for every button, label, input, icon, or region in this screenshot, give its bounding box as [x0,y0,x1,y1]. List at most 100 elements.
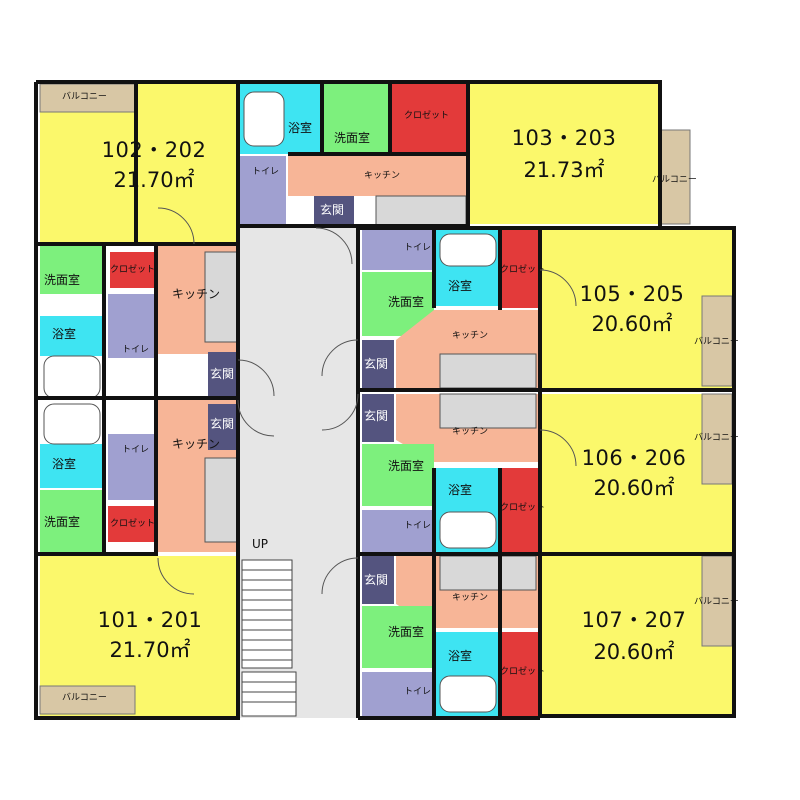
sink-106 [439,393,537,429]
toilet-103 [240,156,286,226]
entrance-103 [314,196,354,226]
bathtub-102 [43,355,101,399]
closet-103 [392,84,466,154]
kitchen-103 [288,156,466,196]
balcony-105-label: バルコニー [694,337,739,347]
unit-106-number: 106・206 [581,446,687,470]
kitchen-107-label: キッチン [452,593,489,603]
entrance-107-label: 玄関 [364,573,389,587]
entrance-107 [362,556,394,604]
kitchen-105-label: キッチン [452,331,489,341]
balcony-101 [39,685,136,715]
bathtub-106 [439,511,497,549]
closet-102 [110,252,154,288]
balcony-103-label: バルコニー [652,175,697,185]
bath-107-label: 浴室 [448,649,473,663]
bath-102 [40,316,102,356]
unit-101-area: 21.70㎡ [109,638,191,662]
entrance-105-label: 玄関 [364,357,389,371]
stairs-lower [241,671,297,717]
closet-103-label: クロゼット [404,111,450,121]
closet-101 [108,506,156,542]
washroom-101-label: 洗面室 [44,515,81,529]
unit-102-number: 102・202 [101,138,207,162]
bath-105-label: 浴室 [448,279,473,293]
unit-107-area: 20.60㎡ [593,640,675,664]
entrance-105 [362,340,394,388]
unit-105-number: 105・205 [579,282,685,306]
closet-105-label: クロゼット [500,265,546,275]
closet-102-label: クロゼット [110,265,156,275]
toilet-106 [362,510,432,552]
closet-107-label: クロゼット [500,667,546,677]
stair-treads [242,569,292,661]
bathtub-103 [243,91,285,147]
washroom-107-label: 洗面室 [388,625,425,639]
closet-101-label: クロゼット [110,519,156,529]
entrance-102 [208,352,238,396]
bathtub-107 [439,675,497,713]
closet-106-label: クロゼット [500,503,546,513]
kitchen-106-label: キッチン [452,427,489,437]
bath-101 [40,444,102,488]
sink-101 [204,457,238,543]
sink-102 [204,251,238,343]
toilet-102 [108,294,154,358]
bath-102-label: 浴室 [52,327,77,341]
door-swings [157,207,577,595]
washroom-106-label: 洗面室 [388,459,425,473]
balcony-106 [701,393,733,485]
kitchen-101-label: キッチン [172,437,221,451]
closet-107 [502,632,540,716]
toilet-107-label: トイレ [404,687,432,697]
bath-101-label: 浴室 [52,457,77,471]
washroom-103-label: 洗面室 [334,131,371,145]
toilet-105-label: トイレ [404,243,432,253]
balcony-103 [659,129,691,225]
balcony-101-label: バルコニー [62,693,107,703]
room-103 [468,84,660,224]
washroom-106 [362,444,434,506]
bathtub-101 [43,403,101,445]
kitchen-103-label: キッチン [364,171,401,181]
entrance-102-label: 玄関 [210,367,235,381]
toilet-101-label: トイレ [122,445,150,455]
toilet-107 [362,672,432,716]
balcony-105 [701,295,733,387]
walls [34,80,736,720]
toilet-105 [362,230,432,270]
unit-102-area: 21.70㎡ [113,168,195,192]
stairs-up-label: UP [252,537,269,551]
entrance-101-label: 玄関 [210,417,235,431]
toilet-102-label: トイレ [122,345,150,355]
toilet-101 [108,434,154,500]
washroom-101 [40,490,102,552]
unit-105-area: 20.60㎡ [591,312,673,336]
balcony-102-label: バルコニー [62,92,107,102]
unit-107-number: 107・207 [581,608,687,632]
entrance-103-label: 玄関 [320,203,345,217]
toilet-106-label: トイレ [404,521,432,531]
entrance-106 [362,394,394,442]
unit-101-number: 101・201 [97,608,203,632]
bath-103-label: 浴室 [288,121,313,135]
washroom-107 [362,606,434,668]
sink-103 [375,195,467,227]
unit-103-area: 21.73㎡ [523,158,605,182]
sink-105 [439,353,537,389]
sink-107 [439,555,537,591]
closet-106 [502,468,540,552]
unit-106-area: 20.60㎡ [593,476,675,500]
toilet-103-label: トイレ [252,167,280,177]
balcony-106-label: バルコニー [694,433,739,443]
washroom-105-label: 洗面室 [388,295,425,309]
kitchen-102-label: キッチン [172,287,221,301]
closet-105 [502,230,540,308]
washroom-103 [324,84,390,154]
washroom-102-label: 洗面室 [44,273,81,287]
entrance-106-label: 玄関 [364,409,389,423]
bathtub-105 [439,233,497,267]
balcony-107-label: バルコニー [694,597,739,607]
entrance-101 [208,404,238,450]
